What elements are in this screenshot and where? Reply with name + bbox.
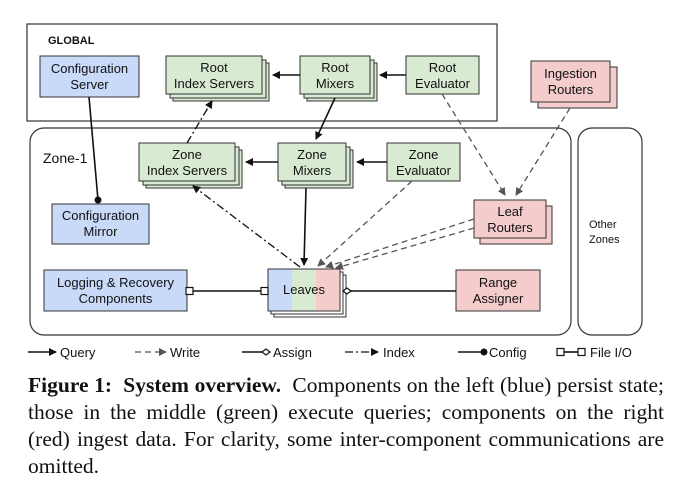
- leaf-routers-line1: Leaf: [497, 204, 523, 219]
- configuration-server-line2: Server: [70, 77, 109, 92]
- zone-mixers-line2: Mixers: [293, 163, 332, 178]
- legend-query-label: Query: [60, 345, 96, 360]
- ingestion-routers-box: Ingestion Routers: [530, 60, 618, 109]
- fileio-port-leaves: [260, 286, 269, 296]
- system-diagram: GLOBAL Zone-1 Other Zones Configuration …: [26, 23, 643, 360]
- global-label: GLOBAL: [48, 35, 95, 47]
- index-edge-zone-index-to-root-index: [186, 100, 213, 144]
- zone1-label: Zone-1: [43, 150, 88, 166]
- legend-write-label: Write: [170, 345, 200, 360]
- fileio-port-logging: [185, 286, 194, 296]
- zone-index-servers-line2: Index Servers: [147, 163, 228, 178]
- legend-write: Write: [135, 345, 200, 360]
- zone1-region: Zone-1: [29, 127, 572, 336]
- range-assigner-line2: Assigner: [473, 291, 524, 306]
- range-assigner-box: Range Assigner: [455, 269, 541, 312]
- other-zones-line1: Other: [589, 219, 617, 231]
- query-edge-zone-mixers-to-leaves: [300, 187, 309, 266]
- config-edge-server-mirror: [88, 96, 102, 204]
- leaves-label: Leaves: [283, 282, 325, 297]
- logging-recovery-line1: Logging & Recovery: [57, 275, 175, 290]
- configuration-mirror-line2: Mirror: [84, 224, 119, 239]
- root-index-servers-box: Root Index Servers: [165, 55, 270, 102]
- legend-fileio: File I/O: [556, 345, 632, 360]
- global-region: GLOBAL: [26, 23, 498, 122]
- leaf-routers-line2: Routers: [487, 220, 533, 235]
- zone-evaluator-box: Zone Evaluator: [386, 142, 461, 182]
- other-zones-line2: Zones: [589, 234, 620, 246]
- legend-fileio-label: File I/O: [590, 345, 632, 360]
- legend: Query Write Assign Index Config File I/O: [28, 345, 632, 360]
- root-index-servers-line1: Root: [200, 60, 228, 75]
- legend-assign: Assign: [242, 345, 312, 360]
- legend-index-label: Index: [383, 345, 415, 360]
- query-edge-root-mixers-to-zone-mixers: [315, 97, 336, 140]
- caption-label: Figure 1:: [28, 373, 113, 397]
- leaves-box: Leaves: [267, 268, 347, 318]
- root-evaluator-box: Root Evaluator: [405, 55, 480, 95]
- write-edge-zone-evaluator-to-leaves: [317, 180, 413, 267]
- root-mixers-line1: Root: [321, 60, 349, 75]
- zone-mixers-line1: Zone: [297, 147, 327, 162]
- zone-index-servers-line1: Zone: [172, 147, 202, 162]
- configuration-mirror-box: Configuration Mirror: [51, 203, 150, 245]
- configuration-mirror-line1: Configuration: [62, 208, 139, 223]
- legend-index: Index: [345, 345, 415, 360]
- zone-evaluator-line1: Zone: [409, 147, 439, 162]
- ingestion-routers-line1: Ingestion: [544, 66, 597, 81]
- ingestion-routers-line2: Routers: [548, 82, 594, 97]
- zone-index-servers-box: Zone Index Servers: [138, 142, 243, 189]
- write-edge-leaf-routers-to-leaves-2: [335, 227, 475, 270]
- caption-title: System overview.: [123, 373, 282, 397]
- zone-evaluator-line2: Evaluator: [396, 163, 452, 178]
- leaf-routers-box: Leaf Routers: [473, 199, 553, 245]
- caption-text: Components on the left (blue) persist st…: [28, 373, 665, 478]
- root-index-servers-line2: Index Servers: [174, 76, 255, 91]
- root-evaluator-line1: Root: [429, 60, 457, 75]
- write-edge-leaf-routers-to-leaves-1: [325, 218, 475, 269]
- configuration-server-box: Configuration Server: [39, 55, 140, 98]
- legend-config-label: Config: [489, 345, 527, 360]
- root-mixers-line2: Mixers: [316, 76, 355, 91]
- root-mixers-box: Root Mixers: [299, 55, 378, 102]
- write-edge-ingestion-to-leaf-routers: [515, 107, 571, 196]
- index-edge-leaves-to-zone-index: [192, 185, 301, 268]
- legend-assign-label: Assign: [273, 345, 312, 360]
- legend-query: Query: [28, 345, 96, 360]
- zone-mixers-box: Zone Mixers: [277, 142, 354, 189]
- figure-caption: Figure 1: System overview. Components on…: [28, 372, 664, 480]
- configuration-server-line1: Configuration: [51, 61, 128, 76]
- logging-recovery-line2: Components: [79, 291, 153, 306]
- root-evaluator-line2: Evaluator: [415, 76, 471, 91]
- logging-recovery-box: Logging & Recovery Components: [43, 269, 188, 312]
- legend-config: Config: [458, 345, 527, 360]
- range-assigner-line1: Range: [479, 275, 517, 290]
- other-zones-region: Other Zones: [577, 127, 643, 336]
